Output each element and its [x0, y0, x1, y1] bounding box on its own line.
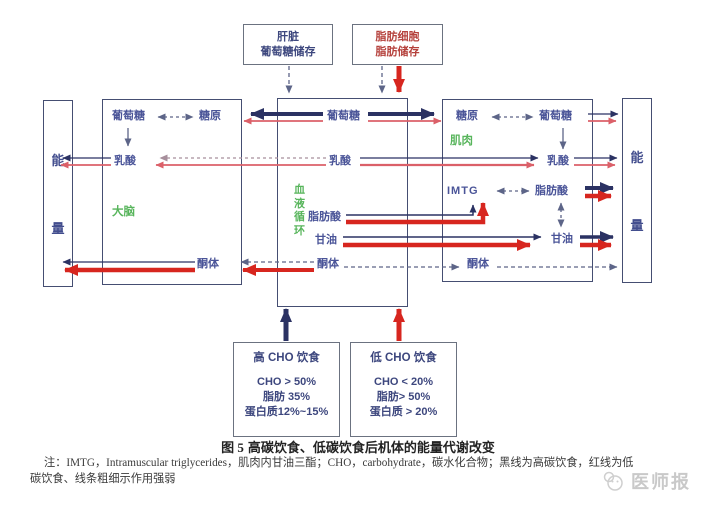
- blood-glycerol-label: 甘油: [315, 234, 337, 246]
- note-line1: 注：IMTG，Intramuscular triglycerides，肌肉内甘油…: [44, 457, 634, 469]
- brain-glycogen-label: 糖原: [199, 110, 221, 122]
- low-cho-line1: CHO < 20%: [374, 376, 433, 388]
- yishibao-watermark: 医师报: [600, 468, 691, 494]
- energy-left-char2: 量: [51, 221, 65, 236]
- liver-box-line1: 肝脏: [277, 30, 299, 43]
- muscle-organ-label: 肌肉: [450, 135, 473, 147]
- high-cho-diet-box: 高 CHO 饮食 CHO > 50% 脂肪 35% 蛋白质12%~15%: [233, 342, 340, 437]
- fat-cell-storage-box: 脂肪细胞 脂肪储存: [352, 24, 443, 65]
- brain-ketone-label: 酮体: [197, 258, 219, 270]
- muscle-glucose-label: 葡萄糖: [539, 110, 572, 122]
- blood-lactate-label: 乳酸: [329, 155, 351, 167]
- brain-lactate-label: 乳酸: [114, 155, 136, 167]
- muscle-glycogen-label: 糖原: [456, 110, 478, 122]
- high-cho-line3: 蛋白质12%~15%: [244, 406, 329, 418]
- arrow-fatcell-to-blood: [378, 66, 405, 94]
- energy-right-char1: 能: [630, 150, 644, 166]
- muscle-ketone-label: 酮体: [467, 258, 489, 270]
- brain-glucose-label: 葡萄糖: [112, 110, 145, 122]
- yishibao-logo-text: 医师报: [631, 472, 691, 492]
- energy-box-left: 能 量: [43, 100, 73, 287]
- low-cho-title: 低 CHO 饮食: [370, 352, 437, 364]
- high-cho-line2: 脂肪 35%: [262, 391, 311, 403]
- figure-title: 高碳饮食、低碳饮食后机体的能量代谢改变: [247, 440, 495, 455]
- brain-organ-label: 大脑: [112, 206, 135, 218]
- blood-organ-label: 血液循环: [294, 184, 305, 237]
- fat-box-line1: 脂肪细胞: [375, 30, 420, 43]
- high-cho-title: 高 CHO 饮食: [253, 352, 320, 364]
- low-cho-line3: 蛋白质 > 20%: [369, 406, 438, 418]
- high-cho-line1: CHO > 50%: [257, 376, 316, 388]
- liver-storage-box: 肝脏 葡萄糖储存: [243, 24, 333, 65]
- energy-box-right: 能 量: [622, 98, 652, 283]
- liver-box-line2: 葡萄糖储存: [260, 45, 316, 58]
- fat-box-line2: 脂肪储存: [375, 45, 420, 58]
- energy-left-char1: 能: [51, 153, 65, 168]
- muscle-fatty-acid-label: 脂肪酸: [535, 185, 568, 197]
- energy-right-char2: 量: [630, 217, 644, 233]
- muscle-imtg-label: IMTG: [447, 185, 479, 197]
- blood-fatty-acid-label: 脂肪酸: [308, 211, 341, 223]
- muscle-lactate-label: 乳酸: [547, 155, 569, 167]
- figure-number: 图 5: [221, 440, 244, 455]
- brain-box: [102, 99, 242, 285]
- blood-glucose-label: 葡萄糖: [327, 110, 360, 122]
- note-line2: 碳饮食、线条粗细示作用强弱: [30, 473, 176, 485]
- yishibao-logo-icon: [603, 471, 623, 491]
- blood-circulation-box: [277, 98, 408, 307]
- low-cho-diet-box: 低 CHO 饮食 CHO < 20% 脂肪> 50% 蛋白质 > 20%: [350, 342, 457, 437]
- blood-ketone-label: 酮体: [317, 258, 339, 270]
- muscle-glycerol-label: 甘油: [551, 233, 573, 245]
- low-cho-line2: 脂肪> 50%: [376, 391, 431, 403]
- muscle-box: [442, 99, 593, 282]
